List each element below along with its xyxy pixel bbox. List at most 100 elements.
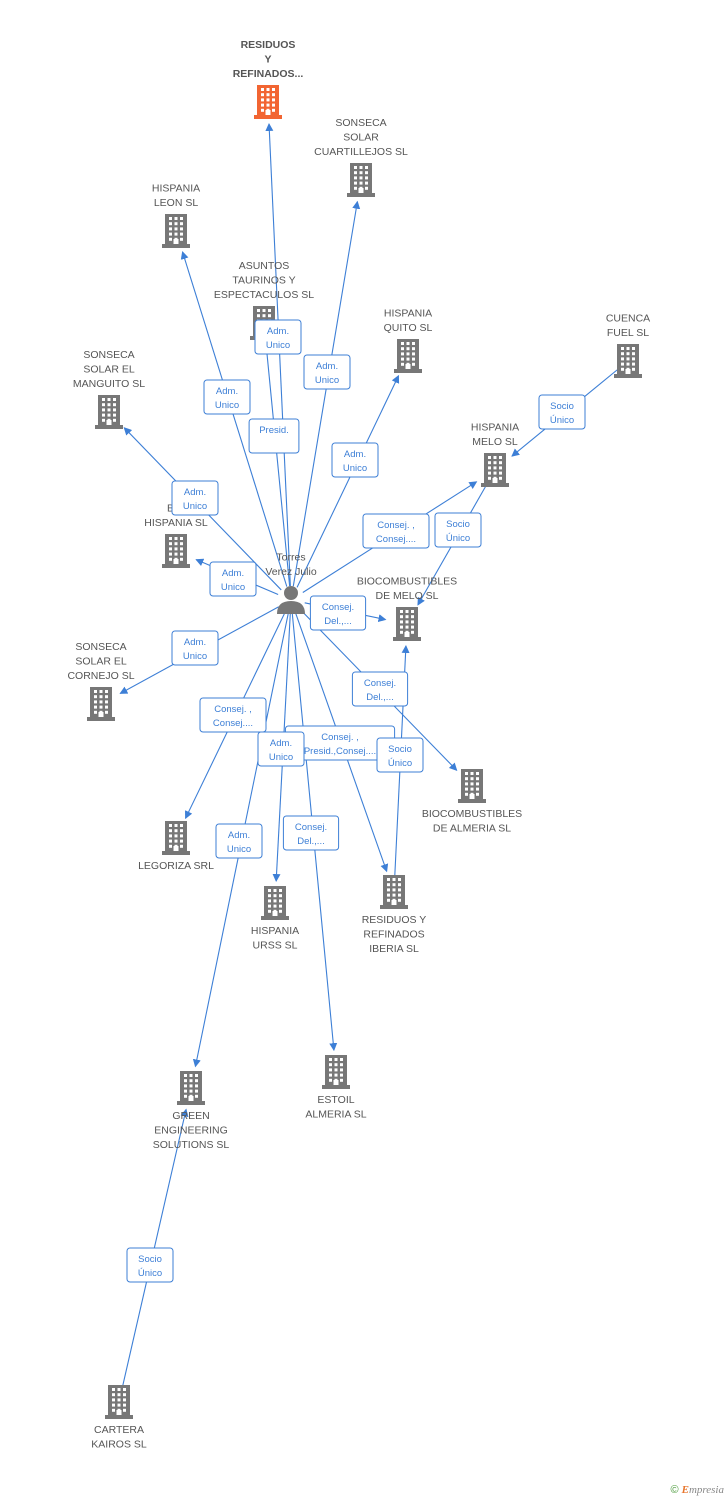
node-label-residuos_ref[interactable]: Y [264,54,271,66]
role-text: Consej. , [377,520,415,531]
node-label-sonseca_mang[interactable]: SONSECA [83,349,134,361]
building-icon[interactable] [322,1055,350,1089]
node-label-torres[interactable]: Verez Julio [265,566,317,578]
edge-torres-to-sonseca_cuart [292,200,361,587]
node-label-sonseca_corn[interactable]: CORNEJO SL [67,670,134,682]
node-label-green[interactable]: SOLUTIONS SL [153,1139,230,1151]
node-label-sonseca_cuart[interactable]: SOLAR [343,132,379,144]
node-label-cuenca_fuel[interactable]: FUEL SL [607,327,649,339]
node-label-hispania_quito[interactable]: HISPANIA [384,308,432,320]
role-label[interactable]: Adm.Unico [171,480,219,516]
person-icon[interactable] [277,586,305,614]
role-text: Consej.... [376,534,416,545]
node-label-asuntos[interactable]: TAURINOS Y [232,275,295,287]
node-label-estoil[interactable]: ESTOIL [317,1094,354,1106]
node-label-hispania_melo[interactable]: HISPANIA [471,422,519,434]
building-icon[interactable] [162,214,190,248]
role-text: Unico [315,375,339,386]
building-icon[interactable] [87,687,115,721]
role-label[interactable]: Adm.Unico [331,442,379,478]
node-label-torres[interactable]: Torres [276,552,305,564]
role-label[interactable]: Adm.Unico [171,630,219,666]
edge-torres-to-asuntos [262,343,291,587]
building-icon[interactable] [162,534,190,568]
node-label-residuos_iberia[interactable]: REFINADOS [363,929,424,941]
role-text: Adm. [228,830,250,841]
node-label-hispania_urss[interactable]: HISPANIA [251,925,299,937]
role-label[interactable]: Consej.Del.,... [351,671,409,707]
node-label-bio_melo[interactable]: DE MELO SL [375,590,438,602]
role-label[interactable]: Consej. , Consej.... [362,513,430,549]
node-label-cartera[interactable]: KAIROS SL [91,1439,147,1451]
role-label[interactable]: Consej. Del.,... [309,595,367,631]
building-icon[interactable] [393,607,421,641]
node-label-hispania_leon[interactable]: HISPANIA [152,183,200,195]
node-label-bio_almeria[interactable]: DE ALMERIA SL [433,823,511,835]
node-label-sonseca_mang[interactable]: SOLAR EL [83,364,135,376]
role-text: Socio [550,401,574,412]
role-label[interactable]: Adm.Unico [257,731,305,767]
node-label-hispania_melo[interactable]: MELO SL [472,436,518,448]
role-text: Adm. [316,361,338,372]
nodes-layer: RESIDUOS Y REFINADOS... SONSECA SOLAR CUARTIL… [67,39,650,1451]
building-icon[interactable] [177,1071,205,1105]
role-text: Consej. , [214,704,252,715]
building-icon[interactable] [261,886,289,920]
node-label-asuntos[interactable]: ASUNTOS [239,260,290,272]
node-label-estoil[interactable]: ALMERIA SL [305,1109,366,1121]
role-text: Adm. [267,326,289,337]
building-icon[interactable] [394,339,422,373]
node-label-cuenca_fuel[interactable]: CUENCA [606,313,650,325]
role-label[interactable]: Presid. [248,418,300,454]
role-text: Adm. [222,568,244,579]
role-text: Presid. [259,425,289,436]
node-label-legoriza[interactable]: LEGORIZA SRL [138,860,214,872]
node-label-residuos_iberia[interactable]: IBERIA SL [369,943,419,955]
node-label-sonseca_cuart[interactable]: CUARTILLEJOS SL [314,146,408,158]
building-icon[interactable] [481,453,509,487]
building-icon[interactable] [95,395,123,429]
role-label[interactable]: Consej.Del.,... [282,815,340,851]
node-label-residuos_ref[interactable]: REFINADOS... [233,68,304,80]
copyright-icon: © [670,1484,679,1496]
node-label-asuntos[interactable]: ESPECTACULOS SL [214,289,314,301]
role-text: Consej. [322,602,354,613]
node-label-green[interactable]: ENGINEERING [154,1125,228,1137]
node-label-sonseca_mang[interactable]: MANGUITO SL [73,378,145,390]
node-label-sonseca_corn[interactable]: SOLAR EL [75,656,127,668]
role-label[interactable]: Adm.Unico [203,379,251,415]
node-label-bio_almeria[interactable]: BIOCOMBUSTIBLES [422,808,522,820]
roles-layer: Presid.Adm.UnicoAdm.UnicoAdm.UnicoAdm.Un… [126,319,586,1283]
node-label-bio_hispania[interactable]: HISPANIA SL [144,517,208,529]
role-label[interactable]: Consej. , Consej.... [199,697,267,733]
node-label-residuos_ref[interactable]: RESIDUOS [241,39,296,51]
role-label[interactable]: Adm.Unico [254,319,302,355]
node-label-green[interactable]: GREEN [172,1110,209,1122]
empresia-brand[interactable]: ©Empresia [671,1484,725,1496]
role-label[interactable]: Adm. Unico [303,354,351,390]
building-icon[interactable] [458,769,486,803]
building-icon[interactable] [105,1385,133,1419]
role-label[interactable]: Adm.Unico [215,823,263,859]
node-label-hispania_urss[interactable]: URSS SL [253,940,298,952]
node-label-sonseca_cuart[interactable]: SONSECA [335,117,386,129]
node-label-hispania_leon[interactable]: LEON SL [154,197,199,209]
building-icon[interactable] [380,875,408,909]
role-text: Del.,... [324,616,351,627]
node-label-sonseca_corn[interactable]: SONSECA [75,641,126,653]
building-icon[interactable] [254,85,282,119]
node-label-residuos_iberia[interactable]: RESIDUOS Y [362,914,427,926]
building-icon[interactable] [162,821,190,855]
building-icon[interactable] [347,163,375,197]
role-text: Consej.... [213,718,253,729]
node-label-hispania_quito[interactable]: QUITO SL [384,322,433,334]
role-label[interactable]: Adm.Unico [209,561,257,597]
building-icon[interactable] [614,344,642,378]
node-label-cartera[interactable]: CARTERA [94,1424,144,1436]
node-label-bio_melo[interactable]: BIOCOMBUSTIBLES [357,576,457,588]
